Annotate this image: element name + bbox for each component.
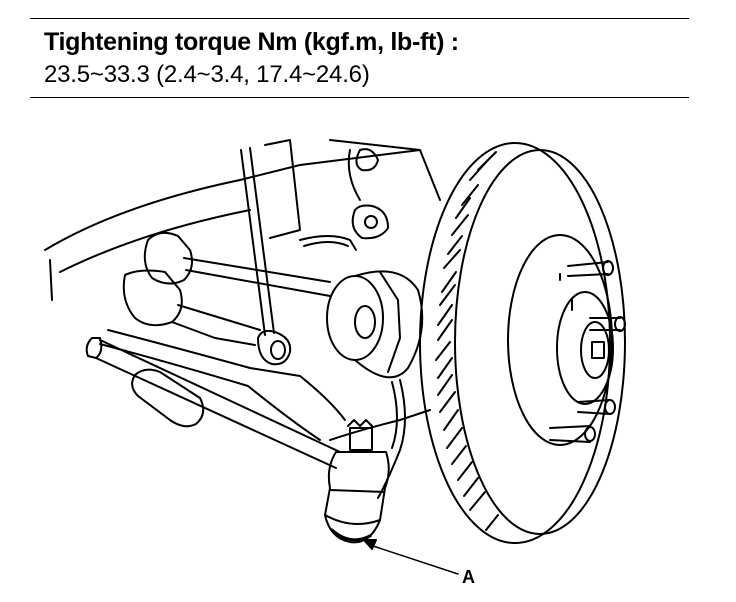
frame-outline <box>44 139 441 301</box>
control-arm <box>99 231 346 441</box>
strut-bracket <box>299 148 389 251</box>
tie-rod <box>85 337 341 469</box>
tie-rod-end <box>324 419 390 544</box>
torque-spec-values: 23.5~33.3 (2.4~3.4, 17.4~24.6) <box>44 61 370 88</box>
callout-arrowhead <box>363 539 377 550</box>
brake-disc <box>419 142 626 544</box>
steering-knuckle <box>329 379 431 499</box>
callout-label-a: A <box>462 567 475 587</box>
top-rule <box>30 18 689 19</box>
strut-body <box>326 270 424 379</box>
bottom-rule <box>30 97 689 98</box>
callout-leader <box>369 544 459 575</box>
hub-assembly <box>507 234 626 446</box>
stabilizer-link <box>240 147 292 366</box>
torque-spec-title: Tightening torque Nm (kgf.m, lb-ft) : <box>44 28 459 56</box>
